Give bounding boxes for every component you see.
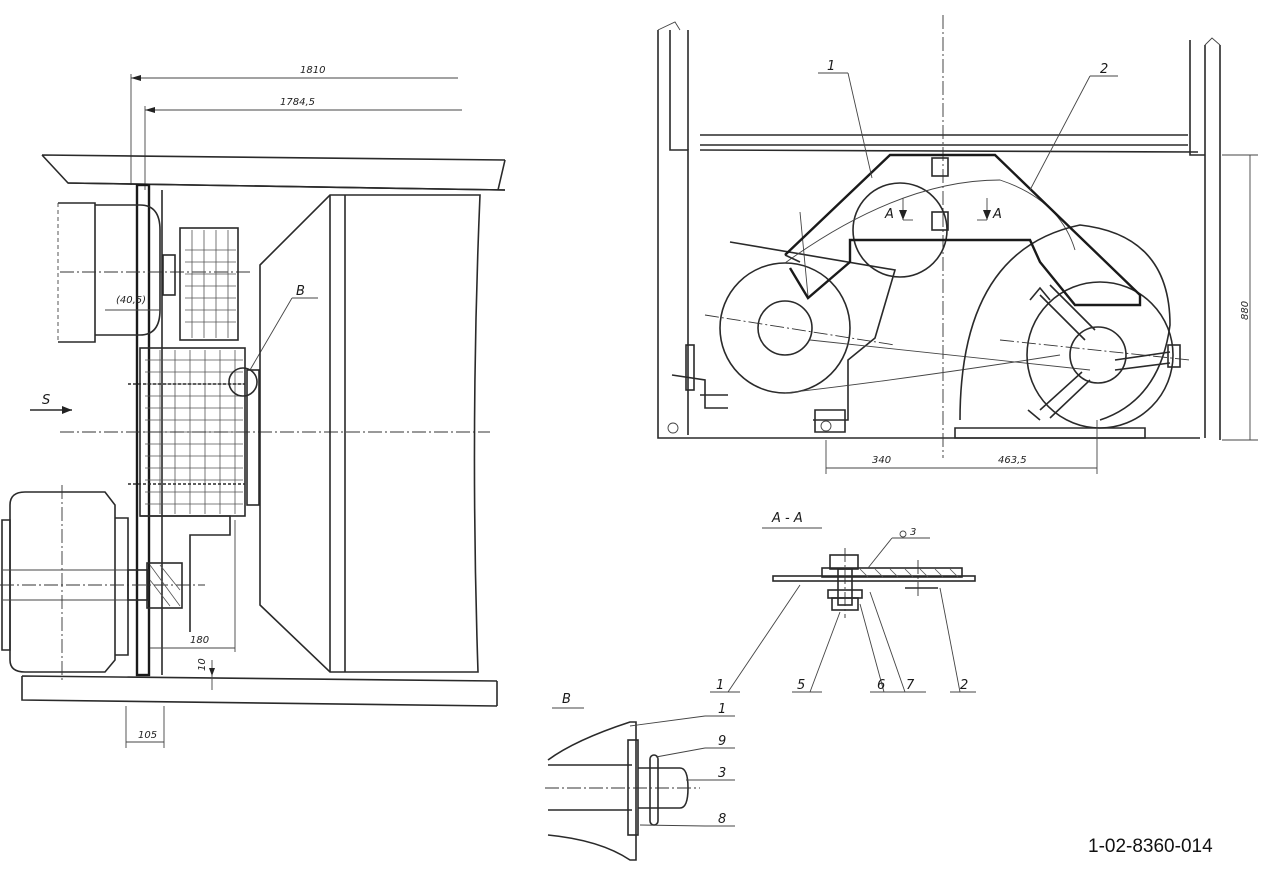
section-aa-title: A - A	[771, 511, 803, 526]
drawing-number: 1-02-8360-014	[1088, 836, 1213, 857]
dim-10-text: 10	[197, 658, 208, 671]
dim-463-text: 463,5	[998, 455, 1027, 466]
electric-motor: (40,5)	[57, 202, 250, 343]
dim-40-5-text: (40,5)	[116, 295, 146, 306]
right-view: A A 1 2 340 463,5	[657, 15, 1258, 474]
drum	[246, 194, 481, 673]
aa-label-7: 7	[906, 678, 915, 693]
gear-motor	[0, 485, 205, 680]
dim-180-text: 180	[190, 635, 209, 646]
bolt-head	[829, 554, 859, 570]
plate-lower	[772, 575, 976, 582]
leader-1: 1	[818, 59, 873, 179]
belt-guard	[784, 153, 1142, 307]
dim-340-text: 340	[872, 455, 891, 466]
aa-label-5: 5	[797, 678, 805, 693]
detail-b-title: B	[562, 692, 571, 707]
weld-text: 3	[910, 527, 916, 538]
b-label-1: 1	[718, 702, 726, 717]
direction-s: S	[30, 393, 72, 414]
label-b: B	[296, 284, 305, 299]
b-label-8: 8	[718, 812, 726, 827]
bottom-beam	[21, 675, 498, 707]
drum-pulley	[128, 347, 246, 632]
motor-pulley	[179, 227, 239, 341]
dimension-880: 880	[1222, 154, 1258, 441]
b-label-3: 3	[718, 766, 726, 781]
dimension-105: 105	[125, 706, 165, 748]
label-a-left: A	[884, 207, 894, 222]
aa-label-1: 1	[716, 678, 724, 693]
dimension-1810: 1810	[130, 65, 458, 185]
dim-1784-text: 1784,5	[280, 97, 315, 108]
aa-label-6: 6	[877, 678, 885, 693]
motor-housing	[667, 182, 948, 434]
aa-label-2: 2	[960, 678, 968, 693]
dimension-463: 463,5	[943, 420, 1098, 474]
side-plate	[135, 183, 163, 677]
leader-2: 2	[1029, 62, 1118, 191]
label-a-right: A	[992, 207, 1002, 222]
top-beam	[41, 154, 506, 191]
detail-b-marker: B	[228, 284, 318, 397]
label-part-1: 1	[827, 59, 835, 74]
aa-bolts	[931, 157, 949, 231]
dimension-340: 340	[825, 440, 943, 474]
section-markers-a: A A	[884, 198, 1002, 222]
label-part-2: 2	[1100, 62, 1108, 77]
dimension-180: 180	[150, 520, 236, 652]
section-aa: A - A 3 1 5 6 7	[710, 511, 976, 693]
detail-b: B 1 9 3 8	[545, 692, 735, 861]
plate-upper	[821, 567, 963, 578]
weld-mark: 3	[867, 527, 930, 569]
dimension-1784: 1784,5	[144, 97, 462, 190]
drive-pulley	[954, 224, 1191, 439]
b-label-9: 9	[718, 734, 726, 749]
label-s: S	[42, 393, 50, 408]
dim-1810-text: 1810	[300, 65, 325, 76]
dimension-10: 10	[197, 658, 215, 690]
left-view: 1810 1784,5 (40,5	[0, 65, 506, 748]
dim-880-text: 880	[1240, 301, 1251, 320]
dim-105-text: 105	[138, 730, 157, 741]
